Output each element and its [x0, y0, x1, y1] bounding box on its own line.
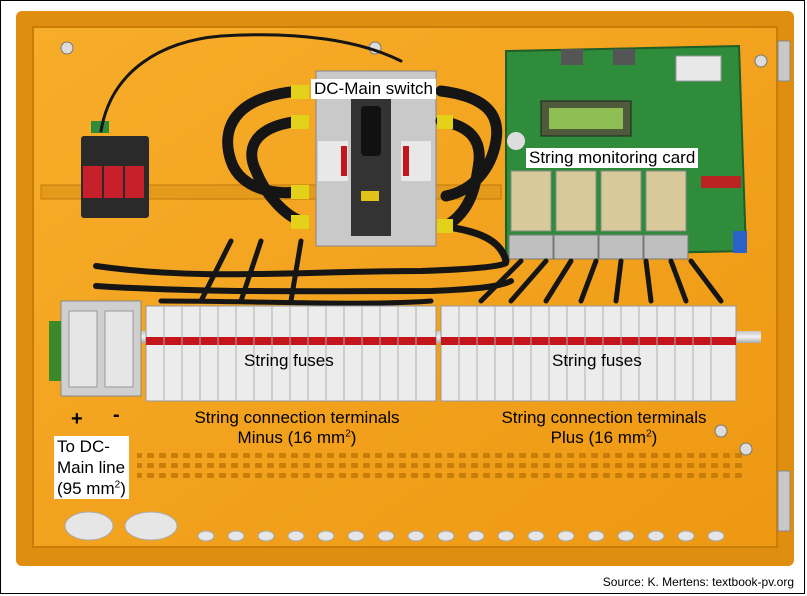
label-string-fuses-right: String fuses	[552, 351, 642, 370]
fuse-block-right	[440, 305, 737, 402]
label-to-dc-main-line: To DC- Main line (95 mm2)	[54, 436, 129, 499]
label-plus-sign: +	[71, 408, 83, 430]
vent-strip	[137, 451, 747, 479]
label-string-fuses-left: String fuses	[244, 351, 334, 370]
label-terminals-minus-line1: String connection terminals	[194, 408, 400, 427]
label-terminals-plus-text: Plus (16 mm	[550, 428, 647, 447]
cable-glands	[64, 511, 725, 542]
label-to-dc-line3-text: (95 mm	[57, 479, 115, 498]
label-to-dc-line2: Main line	[57, 458, 126, 477]
dc-switch-body	[315, 70, 437, 247]
label-terminals-plus-sup: 2	[646, 428, 652, 440]
label-to-dc-sup: 2	[114, 479, 121, 491]
label-to-dc-paren: )	[120, 479, 126, 498]
label-terminals-plus: String connection terminals Plus (16 mm2…	[486, 408, 722, 448]
label-string-monitoring-card: String monitoring card	[526, 148, 699, 168]
label-terminals-minus-line2: Minus (16 mm2)	[179, 428, 415, 448]
label-terminals-plus-line1: String connection terminals	[501, 408, 707, 427]
label-terminals-plus-paren: )	[651, 428, 658, 447]
label-terminals-minus-text: Minus (16 mm	[237, 428, 346, 447]
label-terminals-minus-sup: 2	[345, 428, 351, 440]
fuse-block-left	[145, 305, 437, 402]
label-dc-main-switch: DC-Main switch	[311, 79, 437, 99]
main-terminal-block	[49, 300, 142, 397]
label-to-dc-line3: (95 mm2)	[57, 478, 126, 499]
label-terminals-minus: String connection terminals Minus (16 mm…	[179, 408, 415, 448]
label-terminals-minus-paren: )	[350, 428, 357, 447]
surge-arrester	[81, 121, 149, 218]
source-caption: Source: K. Mertens: textbook-pv.org	[602, 575, 794, 589]
label-minus-sign: -	[113, 404, 120, 426]
label-terminals-plus-line2: Plus (16 mm2)	[486, 428, 722, 448]
label-to-dc-line1: To DC-	[57, 437, 110, 456]
